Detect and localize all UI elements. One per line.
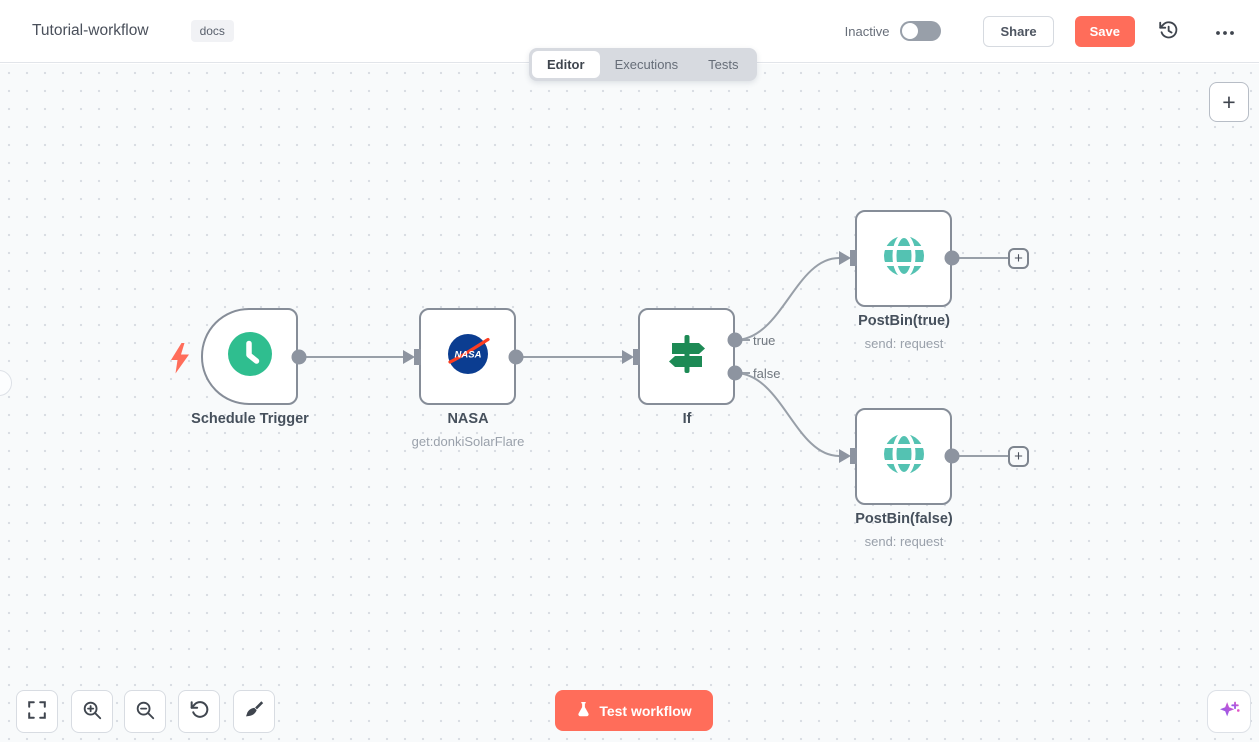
reset-zoom-button[interactable] <box>178 690 220 733</box>
signpost-icon <box>663 330 711 383</box>
node-subtitle-postbin-false: send: request <box>864 534 944 549</box>
flask-icon <box>576 701 591 721</box>
svg-text:NASA: NASA <box>454 350 481 361</box>
node-label-postbin-true: PostBin(true) <box>858 313 950 329</box>
share-button[interactable]: Share <box>983 15 1054 47</box>
if-output-false-label: false <box>753 366 781 381</box>
tab-executions[interactable]: Executions <box>600 51 694 78</box>
history-button[interactable] <box>1153 15 1183 48</box>
nasa-logo-icon: NASA <box>446 332 490 381</box>
node-label-postbin-false: PostBin(false) <box>855 511 953 527</box>
workflow-status-label: Inactive <box>844 23 890 39</box>
history-icon <box>1157 19 1179 44</box>
workflow-title[interactable]: Tutorial-workflow <box>32 22 149 39</box>
node-label-if: If <box>682 411 692 427</box>
node-subtitle-postbin-true: send: request <box>864 336 944 351</box>
node-schedule-trigger[interactable] <box>201 308 298 405</box>
more-options-button[interactable] <box>1211 20 1239 43</box>
connection-lines <box>291 250 1008 464</box>
globe-icon <box>881 233 927 284</box>
node-nasa[interactable]: NASA <box>419 308 516 405</box>
fit-view-icon <box>26 699 48 724</box>
tab-editor[interactable]: Editor <box>532 51 600 78</box>
zoom-in-button[interactable] <box>71 690 113 733</box>
undo-rotate-icon <box>188 699 210 724</box>
sparkles-icon <box>1216 697 1242 726</box>
zoom-out-button[interactable] <box>124 690 166 733</box>
add-connected-node-false-button[interactable]: + <box>1008 446 1029 467</box>
node-if[interactable] <box>638 308 735 405</box>
active-toggle[interactable] <box>900 21 942 41</box>
side-panel-handle[interactable] <box>0 370 12 396</box>
node-postbin-true[interactable] <box>855 210 952 307</box>
node-subtitle-nasa: get:donkiSolarFlare <box>411 434 525 449</box>
ellipsis-icon <box>1215 24 1235 39</box>
clock-icon <box>227 331 273 382</box>
tidy-up-button[interactable] <box>233 690 275 733</box>
zoom-out-icon <box>134 699 156 724</box>
ai-assistant-button[interactable] <box>1207 690 1251 733</box>
node-label-schedule-trigger: Schedule Trigger <box>191 411 309 427</box>
zoom-to-fit-button[interactable] <box>16 690 58 733</box>
workflow-tag-docs[interactable]: docs <box>190 20 234 42</box>
trigger-bolt-icon <box>171 343 189 379</box>
save-button[interactable]: Save <box>1074 15 1135 47</box>
zoom-in-icon <box>81 699 103 724</box>
tab-tests[interactable]: Tests <box>693 51 753 78</box>
add-node-button[interactable]: + <box>1209 82 1249 122</box>
header: Tutorial-workflow docs Inactive Share Sa… <box>0 0 1259 63</box>
workflow-canvas[interactable]: Schedule Trigger NASA NASA get:donkiSola… <box>0 64 1259 742</box>
toggle-knob <box>902 23 919 39</box>
view-tabs: Editor Executions Tests <box>529 48 757 81</box>
header-actions: Inactive Share Save <box>845 15 1239 48</box>
test-workflow-label: Test workflow <box>599 702 692 719</box>
test-workflow-button[interactable]: Test workflow <box>555 690 713 731</box>
add-connected-node-true-button[interactable]: + <box>1008 248 1029 269</box>
broom-icon <box>243 699 265 724</box>
node-postbin-false[interactable] <box>855 408 952 505</box>
if-output-true-label: true <box>753 333 776 348</box>
globe-icon <box>881 431 927 482</box>
node-label-nasa: NASA <box>447 411 489 427</box>
